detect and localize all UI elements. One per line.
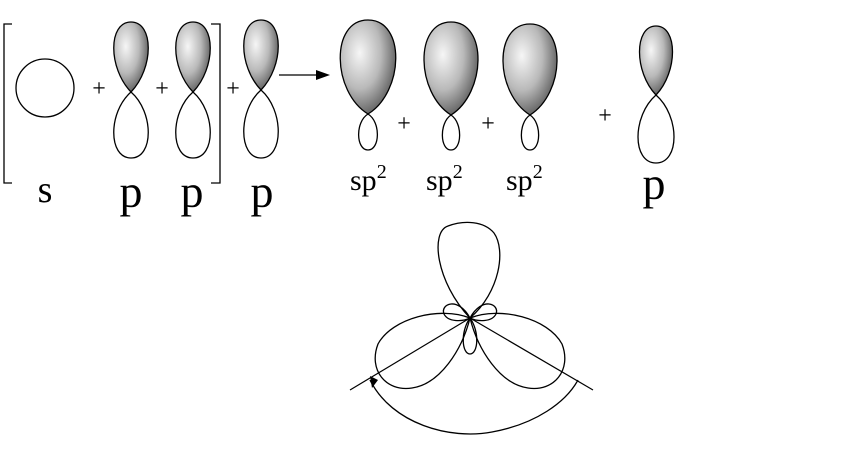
left-lobe bbox=[374, 312, 471, 390]
arc-arrowhead-icon bbox=[370, 376, 378, 388]
sp2-orbital bbox=[423, 21, 479, 151]
p-orbital-result bbox=[637, 25, 675, 164]
sp2-label: sp2 bbox=[506, 161, 543, 197]
right-bracket bbox=[211, 23, 221, 184]
axis-line bbox=[349, 317, 471, 391]
plus-sign: + bbox=[481, 111, 495, 137]
plus-sign: + bbox=[92, 76, 106, 102]
plus-sign: + bbox=[598, 103, 612, 129]
p-label: p bbox=[120, 166, 143, 217]
p-orbital bbox=[175, 21, 211, 159]
plus-sign: + bbox=[155, 76, 169, 102]
s-orbital bbox=[15, 58, 75, 118]
right-lobe bbox=[469, 312, 566, 390]
p-orbital bbox=[243, 19, 279, 159]
p-label: p bbox=[181, 166, 204, 217]
plus-sign: + bbox=[226, 76, 240, 102]
sp2-orbital bbox=[339, 19, 397, 151]
sp2-orbital bbox=[502, 23, 558, 151]
small-lobe bbox=[469, 303, 498, 322]
top-lobe bbox=[437, 221, 501, 319]
plus-sign: + bbox=[397, 111, 411, 137]
right-arrow-icon bbox=[279, 70, 330, 80]
s-label: s bbox=[38, 169, 53, 211]
small-lobe bbox=[442, 303, 471, 322]
p-label: p bbox=[251, 166, 274, 217]
bond-angle-arc bbox=[369, 379, 579, 435]
p-orbital bbox=[113, 21, 149, 159]
axis-line bbox=[469, 317, 594, 391]
left-bracket bbox=[3, 23, 12, 184]
sp2-label: sp2 bbox=[426, 161, 463, 197]
trigonal-planar-diagram bbox=[349, 221, 594, 435]
sp2-label: sp2 bbox=[350, 161, 387, 197]
small-lobe bbox=[462, 316, 478, 355]
p-label: p bbox=[643, 158, 666, 209]
